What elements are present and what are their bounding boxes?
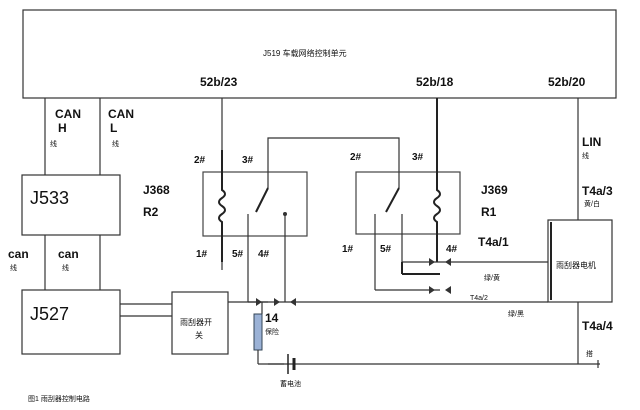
- connector-52b-20: 52b/20: [548, 75, 586, 89]
- relay-j369-coil: [433, 98, 441, 262]
- connector-t4a-1: T4a/1: [478, 235, 509, 249]
- j533-label: J533: [30, 188, 69, 208]
- fuse-label: 保险: [265, 327, 279, 336]
- j519-label: J519 车载网络控制单元: [263, 48, 347, 58]
- j527-module-box: [21, 289, 121, 355]
- relay-j368-pin-1: 1#: [196, 249, 208, 260]
- wiper-switch-label-2: 关: [195, 330, 203, 340]
- lin-label: LIN: [582, 135, 601, 149]
- relay-j368-sub: R2: [143, 205, 159, 219]
- can-h-label-1: CAN: [55, 107, 81, 121]
- connector-t4a-2: T4a/2: [470, 295, 488, 302]
- can-h-label-2: H: [58, 121, 67, 135]
- lin-sub: 线: [582, 151, 589, 160]
- junction-arrow-c: [256, 298, 262, 306]
- relay-j368-contact-point: [283, 212, 287, 216]
- relay-j369-pin-2: 2#: [350, 152, 362, 163]
- relay-j368-pin-3: 3#: [242, 155, 254, 166]
- wiper-switch-label-1: 雨刮器开: [180, 317, 212, 327]
- figure-caption: 图1 雨刮器控制电路: [28, 394, 90, 403]
- relay-j369-pin-4: 4#: [446, 244, 458, 255]
- junction-arrow-g: [445, 286, 451, 294]
- can-l-label-3: 线: [112, 139, 119, 148]
- relay-common-bridge: [267, 137, 400, 142]
- can-l-label-1: CAN: [108, 107, 134, 121]
- relay-j368-switch-arm: [255, 187, 269, 213]
- can-left-sub: 线: [10, 263, 17, 272]
- relay-j369-pin-5: 5#: [380, 244, 392, 255]
- wiper-switch-box: [171, 291, 229, 355]
- relay-j369-switch-arm: [385, 187, 400, 213]
- relay-j368-name: J368: [143, 183, 170, 197]
- relay-j368-pin-4: 4#: [258, 249, 270, 260]
- j533-module-box: [21, 174, 121, 236]
- connector-t4a-3: T4a/3: [582, 184, 613, 198]
- connector-t4a-3-color: 黄/白: [584, 199, 600, 208]
- wire-color-green-yellow: 绿/黄: [484, 273, 500, 282]
- can-h-label-3: 线: [50, 139, 57, 148]
- relay-j369-name: J369: [481, 183, 508, 197]
- fuse-number: 14: [265, 311, 279, 325]
- j519-module-box: [22, 9, 617, 99]
- wiper-motor-label: 雨刮器电机: [556, 260, 596, 270]
- relay-j368-coil: [218, 150, 226, 262]
- relay-j369-sub: R1: [481, 205, 497, 219]
- junction-arrow-a: [274, 298, 280, 306]
- wiper-motor-box: [547, 219, 613, 303]
- connector-t4a-4: T4a/4: [582, 319, 613, 333]
- can-right-sub: 线: [62, 263, 69, 272]
- junction-arrow-e: [445, 258, 451, 266]
- junction-arrow-d: [429, 258, 435, 266]
- can-left-label: can: [8, 247, 29, 261]
- connector-52b-18: 52b/18: [416, 75, 454, 89]
- battery-label: 蓄电池: [280, 379, 301, 388]
- can-l-label-2: L: [110, 121, 117, 135]
- connector-52b-23: 52b/23: [200, 75, 238, 89]
- j527-label: J527: [30, 304, 69, 324]
- relay-j368-pin-5: 5#: [232, 249, 244, 260]
- wire-color-green-black: 绿/黑: [508, 309, 524, 318]
- relay-j369-pin-3: 3#: [412, 152, 424, 163]
- fuse-symbol: [253, 313, 263, 351]
- relay-j368-pin-2: 2#: [194, 155, 206, 166]
- relay-j369-pin-1: 1#: [342, 244, 354, 255]
- junction-arrow-f: [429, 286, 435, 294]
- junction-arrow-b: [290, 298, 296, 306]
- can-right-label: can: [58, 247, 79, 261]
- ground-label: 搭: [586, 349, 593, 358]
- relay-j369-box: [355, 171, 461, 235]
